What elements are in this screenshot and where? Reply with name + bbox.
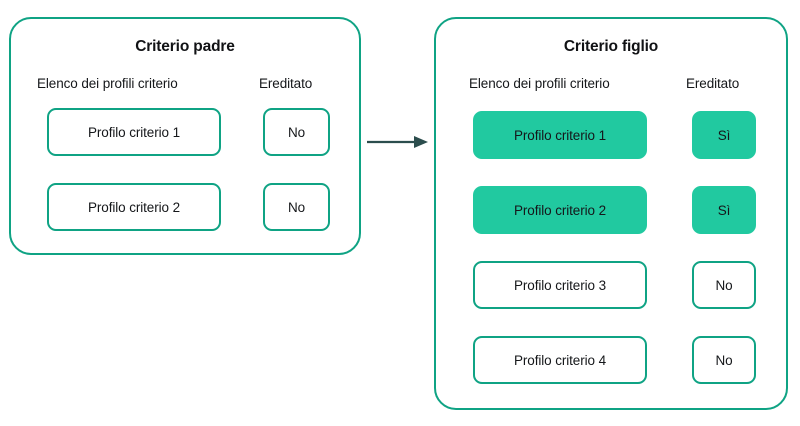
profile-box-inherited[interactable]: Profilo criterio 1 xyxy=(473,111,647,159)
panel-parent-criterion: Criterio padre Elenco dei profili criter… xyxy=(9,17,361,255)
panel-child-criterion: Criterio figlio Elenco dei profili crite… xyxy=(434,17,788,410)
inherited-badge[interactable]: No xyxy=(263,108,330,156)
column-header-inherited: Ereditato xyxy=(259,76,313,91)
column-header-inherited: Ereditato xyxy=(686,76,740,91)
arrow-right-icon xyxy=(366,130,430,154)
panel-parent-title: Criterio padre xyxy=(135,38,235,55)
column-header-profiles: Elenco dei profili criterio xyxy=(469,76,610,91)
panel-child-column-headers: Elenco dei profili criterio Ereditato xyxy=(436,76,786,94)
inherited-badge[interactable]: No xyxy=(692,261,756,309)
inherited-badge[interactable]: No xyxy=(692,336,756,384)
profile-box[interactable]: Profilo criterio 3 xyxy=(473,261,647,309)
inherited-badge[interactable]: No xyxy=(263,183,330,231)
column-header-profiles: Elenco dei profili criterio xyxy=(37,76,178,91)
inherited-badge-yes[interactable]: Sì xyxy=(692,111,756,159)
inherited-badge-yes[interactable]: Sì xyxy=(692,186,756,234)
panel-parent-column-headers: Elenco dei profili criterio Ereditato xyxy=(11,76,359,94)
panel-child-title: Criterio figlio xyxy=(563,38,659,55)
profile-box[interactable]: Profilo criterio 2 xyxy=(47,183,221,231)
profile-box-inherited[interactable]: Profilo criterio 2 xyxy=(473,186,647,234)
profile-box[interactable]: Profilo criterio 4 xyxy=(473,336,647,384)
profile-box[interactable]: Profilo criterio 1 xyxy=(47,108,221,156)
